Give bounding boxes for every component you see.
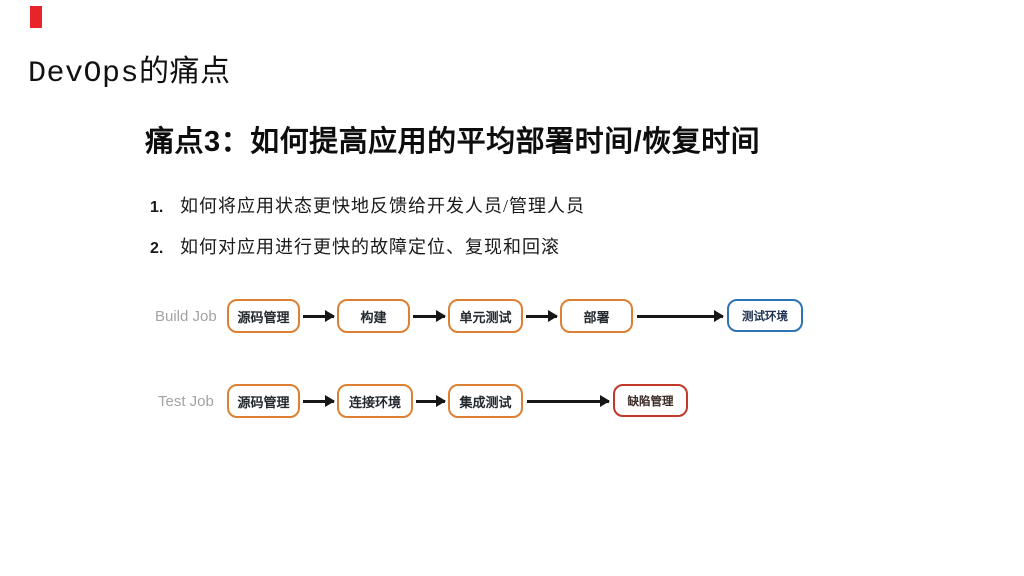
- flow-arrow-icon: [637, 315, 723, 318]
- flow-node-source-management: 源码管理: [227, 299, 300, 333]
- flow-arrow-icon: [526, 315, 557, 318]
- numbered-point-1: 1. 如何将应用状态更快地反馈给开发人员/管理人员: [150, 192, 585, 218]
- flow-node-connect-environment: 连接环境: [337, 384, 413, 418]
- point-number: 2.: [150, 240, 164, 257]
- flow-arrow-icon: [527, 400, 609, 403]
- flow-node-source-management: 源码管理: [227, 384, 300, 418]
- flow-arrow-icon: [416, 400, 445, 403]
- numbered-point-2: 2. 如何对应用进行更快的故障定位、复现和回滚: [150, 233, 560, 259]
- row-label-build-job: Build Job: [155, 308, 217, 325]
- point-text: 如何将应用状态更快地反馈给开发人员/管理人员: [180, 196, 585, 216]
- point-number: 1.: [150, 199, 164, 216]
- flow-node-defect-management: 缺陷管理: [613, 384, 688, 417]
- flow-node-integration-test: 集成测试: [448, 384, 523, 418]
- flow-node-deploy: 部署: [560, 299, 633, 333]
- slide-title: DevOps的痛点: [28, 57, 231, 91]
- flow-node-build: 构建: [337, 299, 410, 333]
- row-label-test-job: Test Job: [158, 393, 214, 410]
- flow-node-unit-test: 单元测试: [448, 299, 523, 333]
- flow-arrow-icon: [303, 400, 334, 403]
- flow-arrow-icon: [303, 315, 334, 318]
- point-text: 如何对应用进行更快的故障定位、复现和回滚: [180, 237, 560, 257]
- pain-point-heading: 痛点3：如何提高应用的平均部署时间/恢复时间: [145, 126, 761, 158]
- slide-accent-mark: [30, 6, 42, 28]
- flow-node-test-environment: 测试环境: [727, 299, 803, 332]
- flow-arrow-icon: [413, 315, 445, 318]
